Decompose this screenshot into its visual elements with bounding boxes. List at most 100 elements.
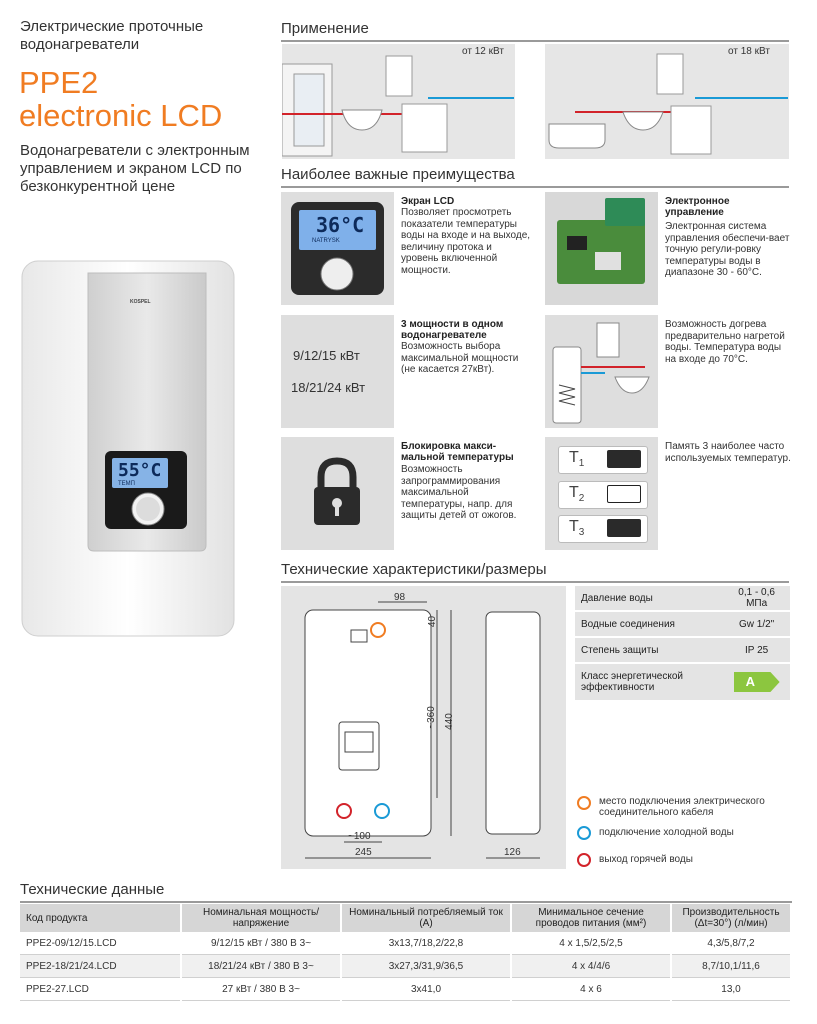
application-label-18kw: от 18 кВт bbox=[728, 46, 770, 57]
memory-feature-text: Память 3 наиболее часто используемых тем… bbox=[665, 441, 791, 464]
padlock-icon bbox=[314, 457, 360, 525]
power-option-2: 18/21/24 кВт bbox=[291, 380, 366, 395]
tech-cell: 13,0 bbox=[671, 977, 792, 1001]
tech-title: Технические данные bbox=[20, 881, 792, 903]
model-line-2: electronic LCD bbox=[19, 98, 223, 133]
spec-table: Давление воды 0,1 - 0,6 МПа Водные соеди… bbox=[575, 586, 790, 702]
tech-cell: 8,7/10,1/11,6 bbox=[671, 954, 792, 978]
lcd-display-small: NATRYSK bbox=[312, 238, 340, 244]
tech-cell: 27 кВт / 380 В 3~ bbox=[181, 977, 342, 1001]
orange-ring-icon bbox=[577, 796, 591, 810]
application-title: Применение bbox=[281, 20, 789, 42]
table-row: PPE2-18/21/24.LCD 18/21/24 кВт / 380 В 3… bbox=[20, 954, 792, 978]
electronic-feature-desc: Электронная система управления обеспечи-… bbox=[665, 221, 790, 278]
spec-key: Степень защиты bbox=[575, 637, 724, 664]
application-illustration-bath bbox=[545, 44, 789, 159]
brand-logo: KOSPEL bbox=[130, 299, 151, 305]
dim-98: 98 bbox=[394, 592, 406, 603]
memory-slot-3: T3 bbox=[558, 515, 648, 543]
legend-hot-label: выход горячей воды bbox=[599, 854, 693, 865]
bathtub-icon bbox=[607, 519, 641, 537]
lcd-screen-graphic bbox=[291, 202, 384, 295]
energy-class-badge: A bbox=[733, 672, 780, 692]
power-feature-desc: Возможность выбора максимальной мощности… bbox=[401, 341, 519, 375]
tech-cell: 3x41,0 bbox=[341, 977, 512, 1001]
memory-slot-1: T1 bbox=[558, 446, 648, 474]
power-feature-text: 3 мощности в одном водонагревателе Возмо… bbox=[401, 319, 531, 376]
tech-header: Производительность (Δt=30°) (л/мин) bbox=[671, 904, 792, 932]
tech-header: Номинальная мощность/напряжение bbox=[181, 904, 342, 932]
circuit-board-graphic bbox=[545, 192, 658, 305]
tech-table: Код продукта Номинальная мощность/напряж… bbox=[20, 904, 792, 1001]
lock-feature-image bbox=[281, 437, 394, 550]
shower-icon bbox=[607, 485, 641, 503]
advantages-title: Наиболее важные преимущества bbox=[281, 166, 789, 188]
lcd-feature-desc: Позволяет просмотреть показатели темпера… bbox=[401, 207, 531, 276]
spec-row: Водные соединения Gw 1/2" bbox=[575, 611, 790, 638]
application-illustration-shower bbox=[282, 44, 515, 159]
power-feature-title: 3 мощности в одном водонагревателе bbox=[401, 319, 504, 341]
spec-value: Gw 1/2" bbox=[723, 611, 790, 638]
spec-row: Давление воды 0,1 - 0,6 МПа bbox=[575, 586, 790, 612]
blue-ring-icon bbox=[577, 826, 591, 840]
dim-360: ~360 bbox=[425, 706, 437, 729]
table-row: PPE2-27.LCD 27 кВт / 380 В 3~ 3x41,0 4 x… bbox=[20, 977, 792, 1001]
model-line-1: PPE2 bbox=[19, 65, 99, 100]
power-option-1: 9/12/15 кВт bbox=[293, 348, 360, 363]
tech-cell: 4,3/5,8/7,2 bbox=[671, 932, 792, 955]
lcd-feature-text: Экран LCD Позволяет просмотреть показате… bbox=[401, 196, 531, 276]
tech-cell: PPE2-09/12/15.LCD bbox=[20, 932, 182, 955]
tech-header: Номинальный потребляемый ток (А) bbox=[341, 904, 512, 932]
preheat-feature-desc: Возможность догрева предварительно нагре… bbox=[665, 319, 785, 365]
memory-feature-desc: Память 3 наиболее часто используемых тем… bbox=[665, 441, 791, 464]
tech-header-row: Код продукта Номинальная мощность/напряж… bbox=[20, 904, 792, 932]
dim-126: 126 bbox=[504, 847, 521, 858]
spec-value: 0,1 - 0,6 МПа bbox=[723, 586, 790, 612]
table-row: PPE2-09/12/15.LCD 9/12/15 кВт / 380 В 3~… bbox=[20, 932, 792, 955]
dimensions-drawing bbox=[281, 586, 566, 869]
lcd-feature-title: Экран LCD bbox=[401, 196, 455, 207]
energy-class-cell: A bbox=[723, 663, 790, 702]
tech-cell: 18/21/24 кВт / 380 В 3~ bbox=[181, 954, 342, 978]
tech-cell: 9/12/15 кВт / 380 В 3~ bbox=[181, 932, 342, 955]
preheat-feature-image bbox=[545, 315, 658, 428]
legend-electric-label: место подключения электрического соедини… bbox=[599, 796, 765, 818]
spec-key: Водные соединения bbox=[575, 611, 724, 638]
spec-row: Степень защиты IP 25 bbox=[575, 637, 790, 664]
lcd-display-temp: 36°C bbox=[316, 213, 365, 237]
memory-slot-2: T2 bbox=[558, 481, 648, 509]
dimensions-title: Технические характеристики/размеры bbox=[281, 561, 789, 583]
product-display-small: ТЕМП bbox=[118, 481, 135, 487]
spec-value: IP 25 bbox=[723, 637, 790, 664]
memory-slot-1-label: T1 bbox=[569, 449, 585, 470]
model-title: PPE2 electronic LCD bbox=[19, 66, 222, 132]
preheat-feature-text: Возможность догрева предварительно нагре… bbox=[665, 319, 791, 365]
lock-feature-title: Блокировка макси-мальной температуры bbox=[401, 441, 514, 463]
application-label-12kw: от 12 кВт bbox=[462, 46, 504, 57]
memory-slot-3-label: T3 bbox=[569, 518, 585, 539]
sink-faucet-icon bbox=[607, 450, 641, 468]
tech-cell: 4 x 4/4/6 bbox=[511, 954, 672, 978]
tech-cell: 4 x 1,5/2,5/2,5 bbox=[511, 932, 672, 955]
spec-row: Класс энергетической эффективности A bbox=[575, 663, 790, 702]
tech-cell: PPE2-27.LCD bbox=[20, 977, 182, 1001]
spec-key: Давление воды bbox=[575, 586, 724, 612]
electronic-feature-title: Электронное управление bbox=[665, 196, 730, 218]
memory-slot-2-label: T2 bbox=[569, 484, 585, 505]
dim-245: 245 bbox=[355, 847, 372, 858]
tech-cell: 3x27,3/31,9/36,5 bbox=[341, 954, 512, 978]
electronic-feature-text: Электронное управление Электронная систе… bbox=[665, 196, 791, 279]
dim-440: 440 bbox=[443, 713, 455, 730]
legend-hot: выход горячей воды bbox=[577, 853, 693, 867]
tech-cell: 4 x 6 bbox=[511, 977, 672, 1001]
preheat-diagram-graphic bbox=[552, 322, 650, 424]
legend-electric: место подключения электрического соедини… bbox=[577, 796, 779, 818]
dim-40: 40 bbox=[427, 615, 439, 628]
tech-header: Код продукта bbox=[20, 904, 182, 932]
electronic-feature-image bbox=[545, 192, 658, 305]
spec-key: Класс энергетической эффективности bbox=[575, 663, 724, 702]
lock-feature-text: Блокировка макси-мальной температуры Воз… bbox=[401, 441, 535, 522]
legend-cold: подключение холодной воды bbox=[577, 826, 734, 840]
water-heater-image bbox=[21, 260, 235, 637]
power-feature-image bbox=[281, 315, 394, 428]
